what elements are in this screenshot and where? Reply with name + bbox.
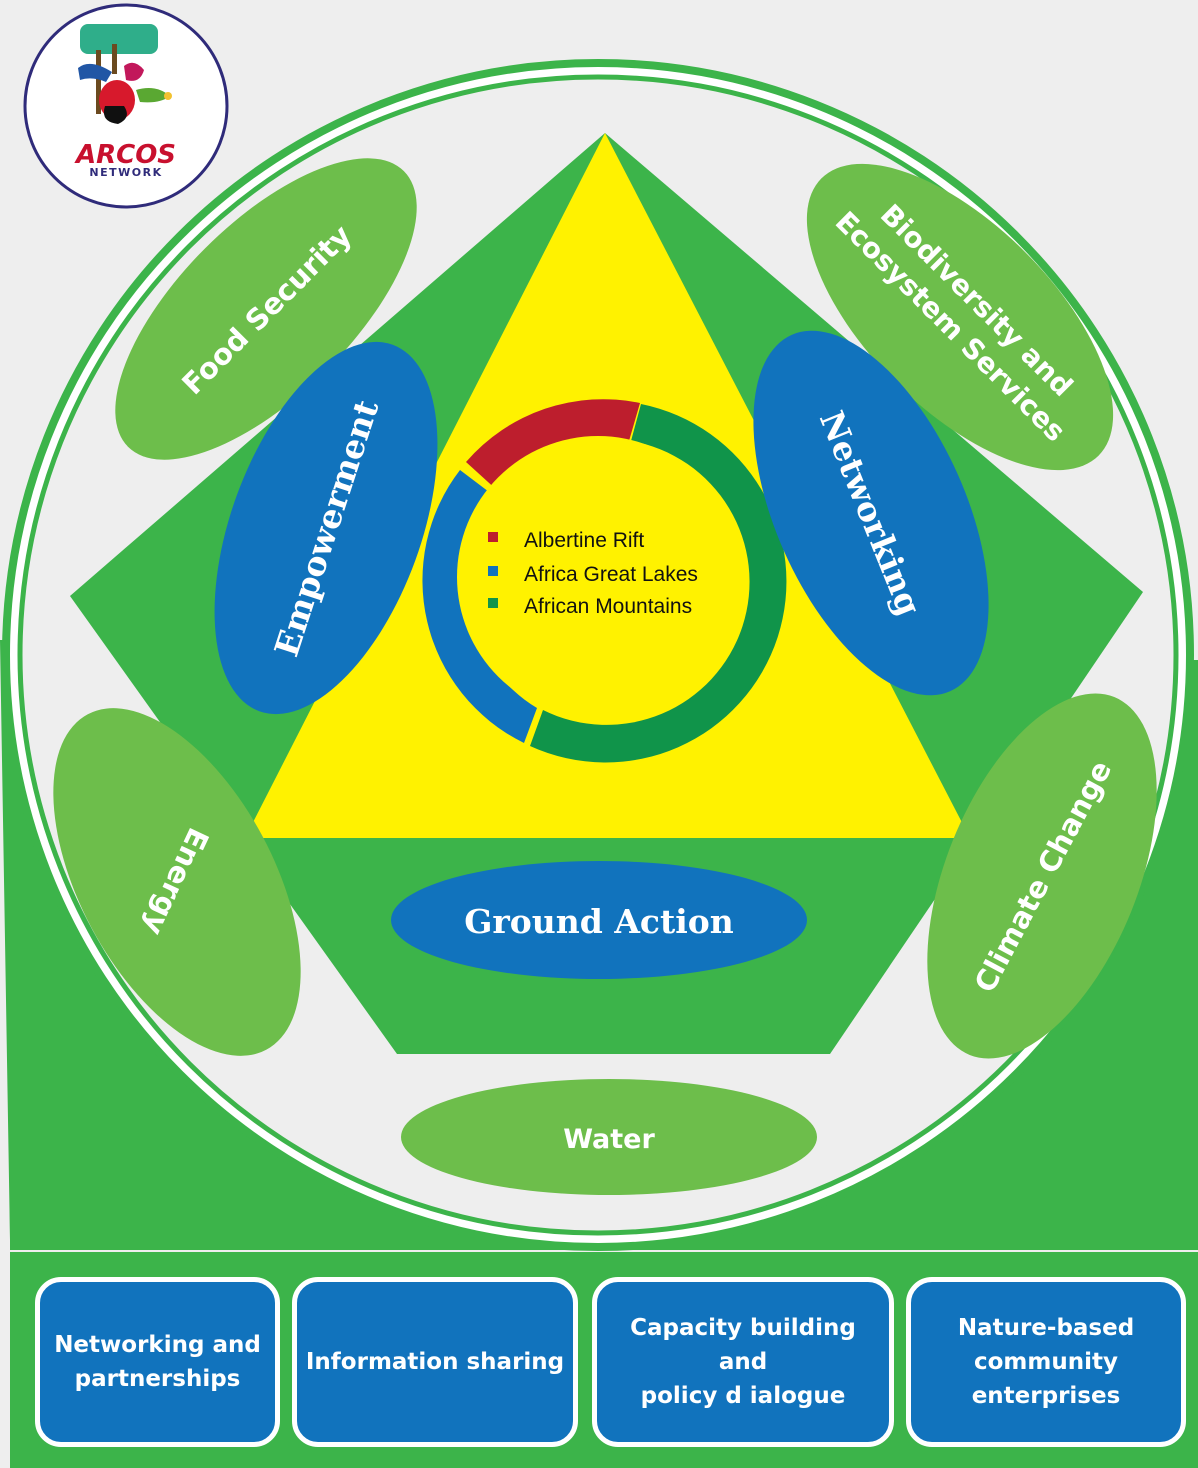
- legend-label-albertine-rift: Albertine Rift: [524, 529, 644, 552]
- donut-chart: [422, 399, 787, 763]
- green-side-fill-right: [598, 665, 1190, 1241]
- legend-swatch-africa-great-lakes: [488, 566, 498, 576]
- box-label-capacity-building: Capacity building and policy d ialogue: [630, 1315, 856, 1409]
- box-information-sharing: Information sharing: [292, 1277, 578, 1447]
- box-networking-partnerships: Networking and partnerships: [35, 1277, 280, 1447]
- legend-swatch-albertine-rift: [488, 532, 498, 542]
- logo-tree-icon: [80, 24, 158, 114]
- theme-water: Water: [401, 1079, 817, 1195]
- box-label-networking-partnerships: Networking and partnerships: [54, 1332, 261, 1392]
- logo-name: ARCOS: [74, 140, 176, 170]
- donut-legend: Albertine Rift Africa Great Lakes Africa…: [488, 529, 698, 618]
- approach-ground-action: Ground Action: [391, 861, 807, 979]
- arcos-logo: ARCOS NETWORK: [23, 3, 229, 209]
- theme-energy: Energy: [53, 708, 301, 1056]
- logo-subname: NETWORK: [89, 166, 162, 179]
- legend-label-african-mountains: African Mountains: [524, 595, 692, 618]
- approach-empowerment: Empowerment: [214, 341, 438, 715]
- box-capacity-building: Capacity building and policy d ialogue: [592, 1277, 894, 1447]
- box-label-nature-based-enterprises: Nature-based community enterprises: [957, 1315, 1135, 1409]
- label-water: Water: [563, 1124, 655, 1155]
- label-ground-action: Ground Action: [464, 902, 734, 941]
- donut-center: [457, 436, 739, 718]
- logo-bird-icon: [78, 62, 172, 124]
- donut-segment-african-mountains: [530, 404, 787, 763]
- green-side-fill-left: [5, 645, 599, 1241]
- legend-swatch-african-mountains: [488, 598, 498, 608]
- theme-food-security: Food Security: [115, 158, 417, 460]
- box-nature-based-enterprises: Nature-based community enterprises: [906, 1277, 1186, 1447]
- approach-networking: Networking: [753, 330, 989, 696]
- box-label-information-sharing: Information sharing: [305, 1349, 565, 1375]
- legend-label-africa-great-lakes: Africa Great Lakes: [524, 563, 698, 586]
- donut-segment-africa-great-lakes: [422, 470, 537, 743]
- theme-climate-change: Climate Change: [927, 693, 1157, 1059]
